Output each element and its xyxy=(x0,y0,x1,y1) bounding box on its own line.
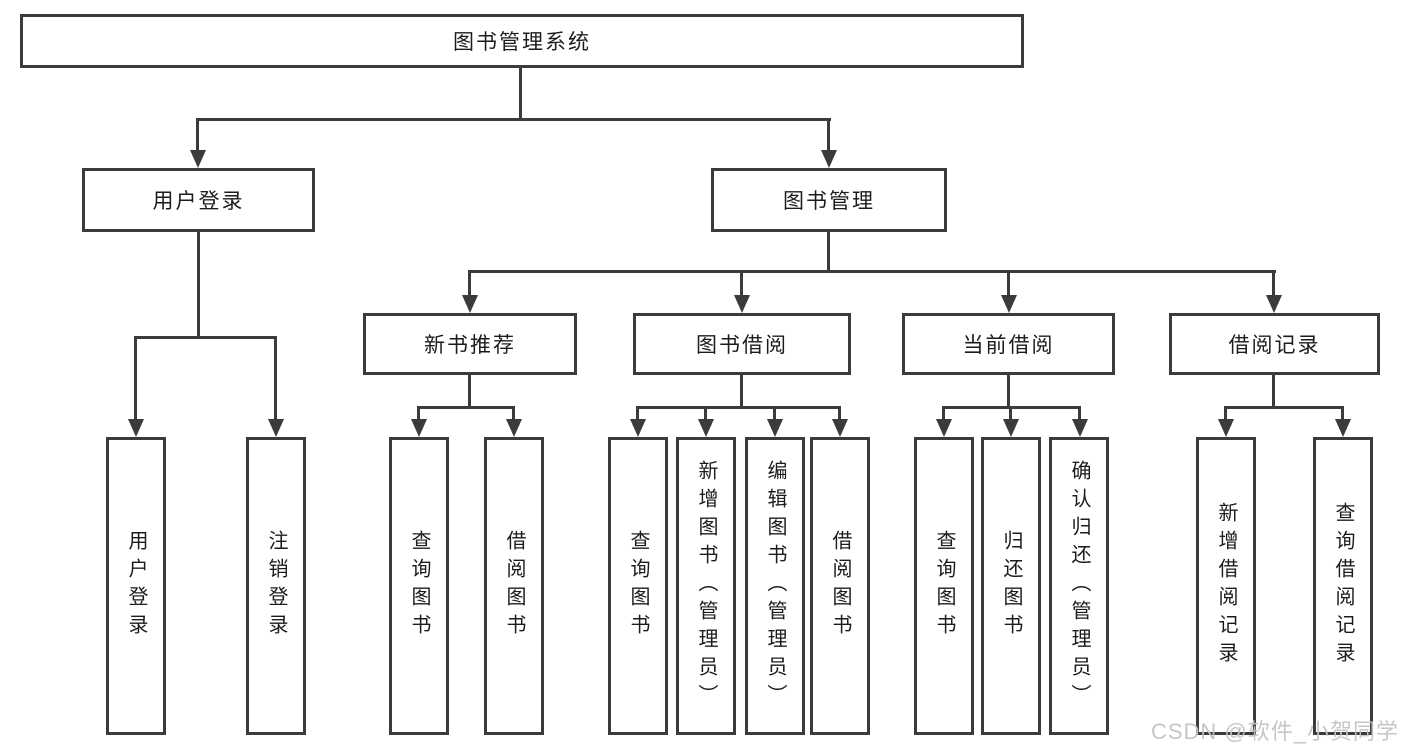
arrowhead-borrow-edit xyxy=(767,419,783,437)
node-borrow-records: 借阅记录 xyxy=(1169,313,1380,375)
arrowhead-borrow-add xyxy=(698,419,714,437)
leaf-borrow-book: 借阅图书 xyxy=(810,437,870,735)
leaf-borrow-query: 查询图书 xyxy=(608,437,668,735)
leaf-current-return-label: 归还图书 xyxy=(1000,530,1022,642)
node-book-management: 图书管理 xyxy=(711,168,947,232)
edge-drop-book-borrow xyxy=(740,270,743,297)
edge-root-stem xyxy=(519,68,522,121)
edge-current-stem xyxy=(1007,375,1010,409)
leaf-current-query: 查询图书 xyxy=(914,437,974,735)
edge-drop-current-confirm xyxy=(1078,406,1081,421)
leaf-current-confirm-admin: 确认归还（管理员） xyxy=(1049,437,1109,735)
node-borrow-records-label: 借阅记录 xyxy=(1228,334,1321,357)
edge-drop-newbook-borrow xyxy=(512,406,515,421)
leaf-logout-label: 注销登录 xyxy=(265,530,287,642)
node-book-borrow: 图书借阅 xyxy=(633,313,851,375)
edge-records-rail xyxy=(1224,406,1344,409)
arrowhead-book-borrow xyxy=(734,295,750,313)
leaf-current-query-label: 查询图书 xyxy=(933,530,955,642)
arrowhead-current-borrow xyxy=(1001,295,1017,313)
node-root: 图书管理系统 xyxy=(20,14,1024,68)
edge-drop-borrow-query xyxy=(636,406,639,421)
edge-drop-records-query xyxy=(1341,406,1344,421)
edge-drop-current-return xyxy=(1009,406,1012,421)
edge-drop-user-login xyxy=(196,118,199,152)
leaf-borrow-edit-admin: 编辑图书（管理员） xyxy=(745,437,805,735)
leaf-newbook-query: 查询图书 xyxy=(389,437,449,735)
edge-drop-current-borrow xyxy=(1007,270,1010,297)
edge-drop-borrow-add xyxy=(704,406,707,421)
arrowhead-user-login xyxy=(190,150,206,168)
leaf-records-add-label: 新增借阅记录 xyxy=(1215,502,1237,670)
edge-drop-borrow-book xyxy=(838,406,841,421)
arrowhead-current-confirm xyxy=(1072,419,1088,437)
leaf-newbook-query-label: 查询图书 xyxy=(408,530,430,642)
edge-drop-book-management xyxy=(827,118,830,152)
node-user-login: 用户登录 xyxy=(82,168,315,232)
edge-user-login-stem xyxy=(197,232,200,338)
edge-drop-leaf-user-login xyxy=(134,336,137,421)
leaf-current-return: 归还图书 xyxy=(981,437,1041,735)
leaf-records-query: 查询借阅记录 xyxy=(1313,437,1373,735)
leaf-borrow-query-label: 查询图书 xyxy=(627,530,649,642)
leaf-borrow-book-label: 借阅图书 xyxy=(829,530,851,642)
arrowhead-current-return xyxy=(1003,419,1019,437)
arrowhead-borrow-query xyxy=(630,419,646,437)
edge-book-borrow-stem xyxy=(740,375,743,409)
edge-drop-current-query xyxy=(942,406,945,421)
leaf-newbook-borrow: 借阅图书 xyxy=(484,437,544,735)
edge-user-login-rail xyxy=(134,336,277,339)
leaf-borrow-add-admin: 新增图书（管理员） xyxy=(676,437,736,735)
node-current-borrow-label: 当前借阅 xyxy=(962,334,1055,357)
node-new-book-recommend-label: 新书推荐 xyxy=(424,334,516,357)
node-book-borrow-label: 图书借阅 xyxy=(696,334,788,357)
edge-drop-leaf-logout xyxy=(274,336,277,421)
edge-drop-new-book xyxy=(468,270,471,297)
edge-drop-borrow-records xyxy=(1272,270,1275,297)
leaf-borrow-edit-admin-label: 编辑图书（管理员） xyxy=(764,460,786,712)
arrowhead-new-book xyxy=(462,295,478,313)
arrowhead-newbook-query xyxy=(411,419,427,437)
node-user-login-label: 用户登录 xyxy=(152,190,245,213)
leaf-borrow-add-admin-label: 新增图书（管理员） xyxy=(695,460,717,712)
leaf-records-query-label: 查询借阅记录 xyxy=(1332,502,1354,670)
arrowhead-leaf-user-login xyxy=(128,419,144,437)
leaf-newbook-borrow-label: 借阅图书 xyxy=(503,530,525,642)
arrowhead-records-add xyxy=(1218,419,1234,437)
leaf-current-confirm-admin-label: 确认归还（管理员） xyxy=(1068,460,1090,712)
edge-book-management-stem xyxy=(827,232,830,273)
edge-new-book-stem xyxy=(468,375,471,409)
arrowhead-current-query xyxy=(936,419,952,437)
leaf-user-login: 用户登录 xyxy=(106,437,166,735)
arrowhead-book-management xyxy=(821,150,837,168)
arrowhead-leaf-logout xyxy=(268,419,284,437)
csdn-watermark: CSDN @软件_小贺同学 xyxy=(1150,719,1399,744)
arrowhead-newbook-borrow xyxy=(506,419,522,437)
arrowhead-borrow-book xyxy=(832,419,848,437)
edge-book-borrow-rail xyxy=(636,406,841,409)
leaf-user-login-label: 用户登录 xyxy=(125,530,147,642)
arrowhead-borrow-records xyxy=(1266,295,1282,313)
node-new-book-recommend: 新书推荐 xyxy=(363,313,577,375)
edge-drop-records-add xyxy=(1224,406,1227,421)
edge-new-book-rail xyxy=(417,406,515,409)
edge-drop-borrow-edit xyxy=(773,406,776,421)
node-root-label: 图书管理系统 xyxy=(453,31,591,54)
arrowhead-records-query xyxy=(1335,419,1351,437)
leaf-records-add: 新增借阅记录 xyxy=(1196,437,1256,735)
leaf-logout: 注销登录 xyxy=(246,437,306,735)
edge-level2-rail xyxy=(196,118,831,121)
node-current-borrow: 当前借阅 xyxy=(902,313,1115,375)
edge-level3-rail xyxy=(468,270,1276,273)
node-book-management-label: 图书管理 xyxy=(783,190,875,213)
edge-records-stem xyxy=(1272,375,1275,409)
edge-drop-newbook-query xyxy=(417,406,420,421)
